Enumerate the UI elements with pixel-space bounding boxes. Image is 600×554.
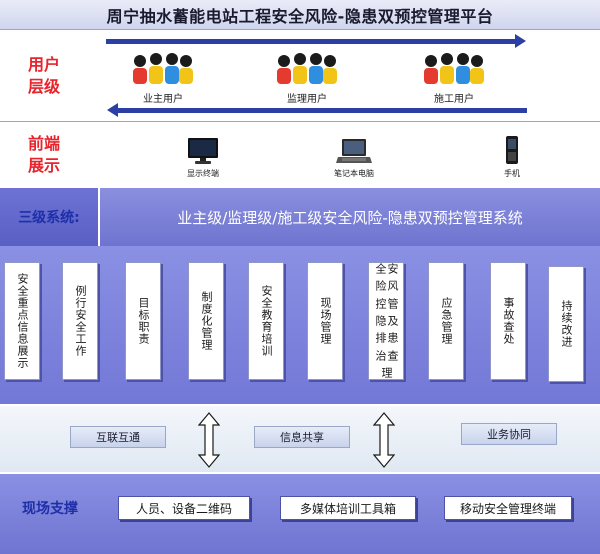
module-text: 工作 [74,333,87,357]
flow-arrow-right-head [515,34,526,48]
support-training-toolkit: 多媒体培训工具箱 [280,496,416,520]
user-label-supervisor: 监理用户 [287,94,327,105]
system-title: 业主级/监理级/施工级安全风险-隐患双预控管理系统 [177,208,523,227]
user-group-icon [272,53,342,87]
module-text: 患排 [374,332,399,345]
module-text: 及隐 [374,315,399,327]
frontend-label-line2: 展示 [27,156,60,175]
user-level-label-line1: 用户 [27,55,60,74]
support-label: 现场支撑 [22,501,78,517]
module-text: 培训 [260,333,273,357]
module-text: 例行 [74,285,87,309]
system-level-label: 三级系统: [0,188,100,246]
page-title: 周宁抽水蓄能电站工程安全风险-隐患双预控管理平台 [0,0,600,30]
module-card: 持续改进 [548,266,584,382]
module-text: 教育 [260,309,273,333]
module-text: 安全 [74,309,87,333]
module-card: 安全重点信息展示 [4,262,40,380]
module-text: 信息 [16,321,29,345]
device-label-phone: 手机 [504,169,520,178]
frontend-label-line1: 前端 [27,134,60,153]
module-text: 现场 [319,297,332,321]
double-arrow-icon [197,412,221,468]
user-level-label: 用户 层级 [0,34,88,118]
module-text: 职责 [137,321,150,345]
device-label-laptop: 笔记本电脑 [334,169,374,178]
user-level-label-line2: 层级 [27,77,60,96]
user-label-owner: 业主用户 [143,94,183,105]
module-text: 风险 [374,280,399,293]
module-text: 制度 [200,291,213,315]
module-text: 持续 [560,300,573,324]
module-card: 目标职责 [125,262,161,380]
module-text: 安全 [260,285,273,309]
laptop-icon [336,137,372,165]
module-text: 安全 [374,263,399,276]
module-card: 事故查处 [490,262,526,380]
frontend-label: 前端 展示 [0,124,88,186]
support-mobile-terminal: 移动安全管理终端 [444,496,572,520]
user-group-icon [419,53,489,87]
mobile-phone-icon [504,135,520,165]
module-text: 安全 [16,273,29,297]
system-row [0,188,600,246]
service-info-sharing: 信息共享 [254,426,350,448]
row-divider [0,121,600,122]
service-business-collab: 业务协同 [461,423,557,445]
module-card: 安全风险管控及隐患排查治理 [368,262,404,380]
flow-arrow-right-shaft [106,39,516,44]
module-text: 查处 [502,321,515,345]
module-text: 化管 [200,315,213,339]
module-text: 管控 [374,297,399,310]
monitor-icon [186,137,220,165]
module-text: 目标 [137,297,150,321]
service-interconnect: 互联互通 [70,426,166,448]
device-label-monitor: 显示终端 [187,169,219,178]
module-text: 理 [200,339,213,351]
module-card: 现场管理 [307,262,343,380]
module-text: 管理 [440,321,453,345]
module-text: 事故 [502,297,515,321]
module-card: 应急管理 [428,262,464,380]
module-text: 应急 [440,297,453,321]
module-text: 改进 [560,324,573,348]
module-card: 例行安全工作 [62,262,98,380]
module-card: 制度化管理 [188,262,224,380]
user-group-icon [128,53,198,87]
module-text: 理 [380,366,393,379]
module-text: 重点 [16,297,29,321]
module-card: 安全教育培训 [248,262,284,380]
module-text: 查治 [374,349,399,362]
double-arrow-icon [372,412,396,468]
user-label-contractor: 施工用户 [434,94,474,105]
module-text: 管理 [319,321,332,345]
support-qr-code: 人员、设备二维码 [118,496,250,520]
flow-arrow-left-shaft [117,108,527,113]
module-text: 展示 [16,345,29,369]
flow-arrow-left-head [107,103,118,117]
